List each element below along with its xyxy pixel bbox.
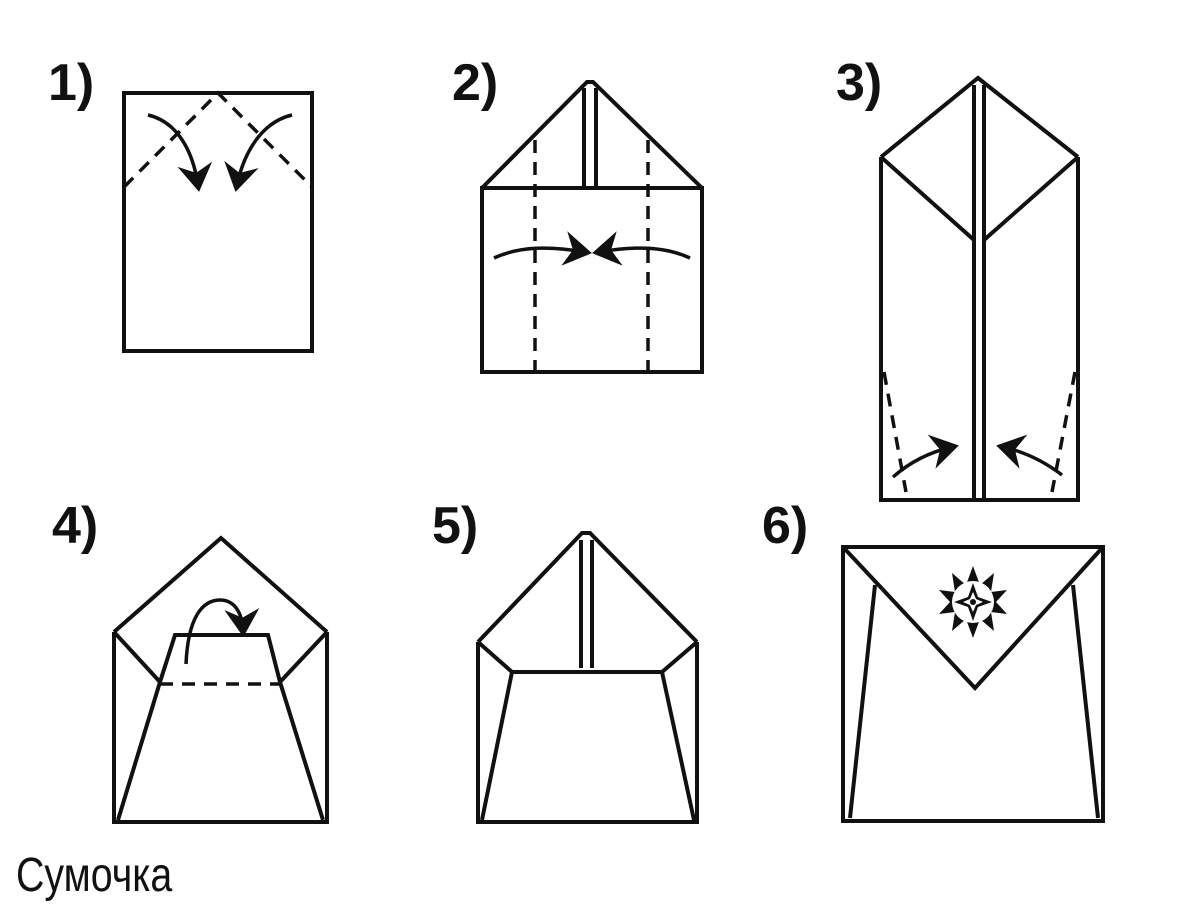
step-3-arrow-left xyxy=(891,434,959,479)
step-6: 6) xyxy=(762,497,1105,823)
step-5-flap-top xyxy=(476,640,699,674)
step-5-label: 5) xyxy=(432,497,478,555)
step-2-center-seam xyxy=(582,88,598,188)
step-4-label: 4) xyxy=(52,497,98,555)
step-1-label: 1) xyxy=(48,54,94,112)
step-4-flap-top xyxy=(158,633,282,683)
step-6-flap xyxy=(841,545,1105,691)
step-2-triangle xyxy=(480,80,704,190)
step-3-fold-lines xyxy=(882,371,1077,493)
step-1: 1) xyxy=(48,54,314,353)
step-4-sheet xyxy=(112,632,329,824)
step-4-side-folds xyxy=(112,630,329,684)
step-2: 2) xyxy=(452,54,704,374)
step-1-arrow-right xyxy=(224,113,293,192)
flower-sticker-icon xyxy=(939,566,1007,638)
step-3-label: 3) xyxy=(836,54,882,112)
step-6-label: 6) xyxy=(762,497,808,555)
step-4: 4) xyxy=(52,497,329,824)
step-2-sheet xyxy=(480,186,704,374)
step-1-fold-lines xyxy=(122,90,314,189)
step-5-center-seam xyxy=(579,540,594,668)
step-2-label: 2) xyxy=(452,54,498,112)
step-3-lower-seam xyxy=(972,240,986,500)
step-4-triangle xyxy=(112,535,329,634)
step-3: 3) xyxy=(836,54,1080,502)
step-2-fold-lines xyxy=(533,140,650,372)
step-3-sheet xyxy=(879,157,1080,502)
step-3-inner-diagonals xyxy=(879,155,1080,242)
step-3-arrow-right xyxy=(996,434,1064,477)
step-5-sheet xyxy=(476,642,699,824)
diagram-title: Сумочка xyxy=(16,849,173,902)
step-3-top-edges xyxy=(879,75,1080,159)
step-5-triangle xyxy=(476,531,699,644)
step-1-arrow-left xyxy=(147,113,213,192)
step-4-flap-sides xyxy=(116,681,325,821)
step-1-sheet xyxy=(122,91,314,353)
step-6-bag xyxy=(841,545,1105,823)
step-5-flap-sides xyxy=(480,671,696,821)
step-6-side-folds xyxy=(848,584,1100,819)
step-2-arrow-left xyxy=(493,231,592,266)
step-4-arrow xyxy=(184,598,260,665)
step-2-arrow-right xyxy=(592,231,691,266)
step-5: 5) xyxy=(432,497,699,824)
step-3-upper-seam xyxy=(972,85,986,240)
